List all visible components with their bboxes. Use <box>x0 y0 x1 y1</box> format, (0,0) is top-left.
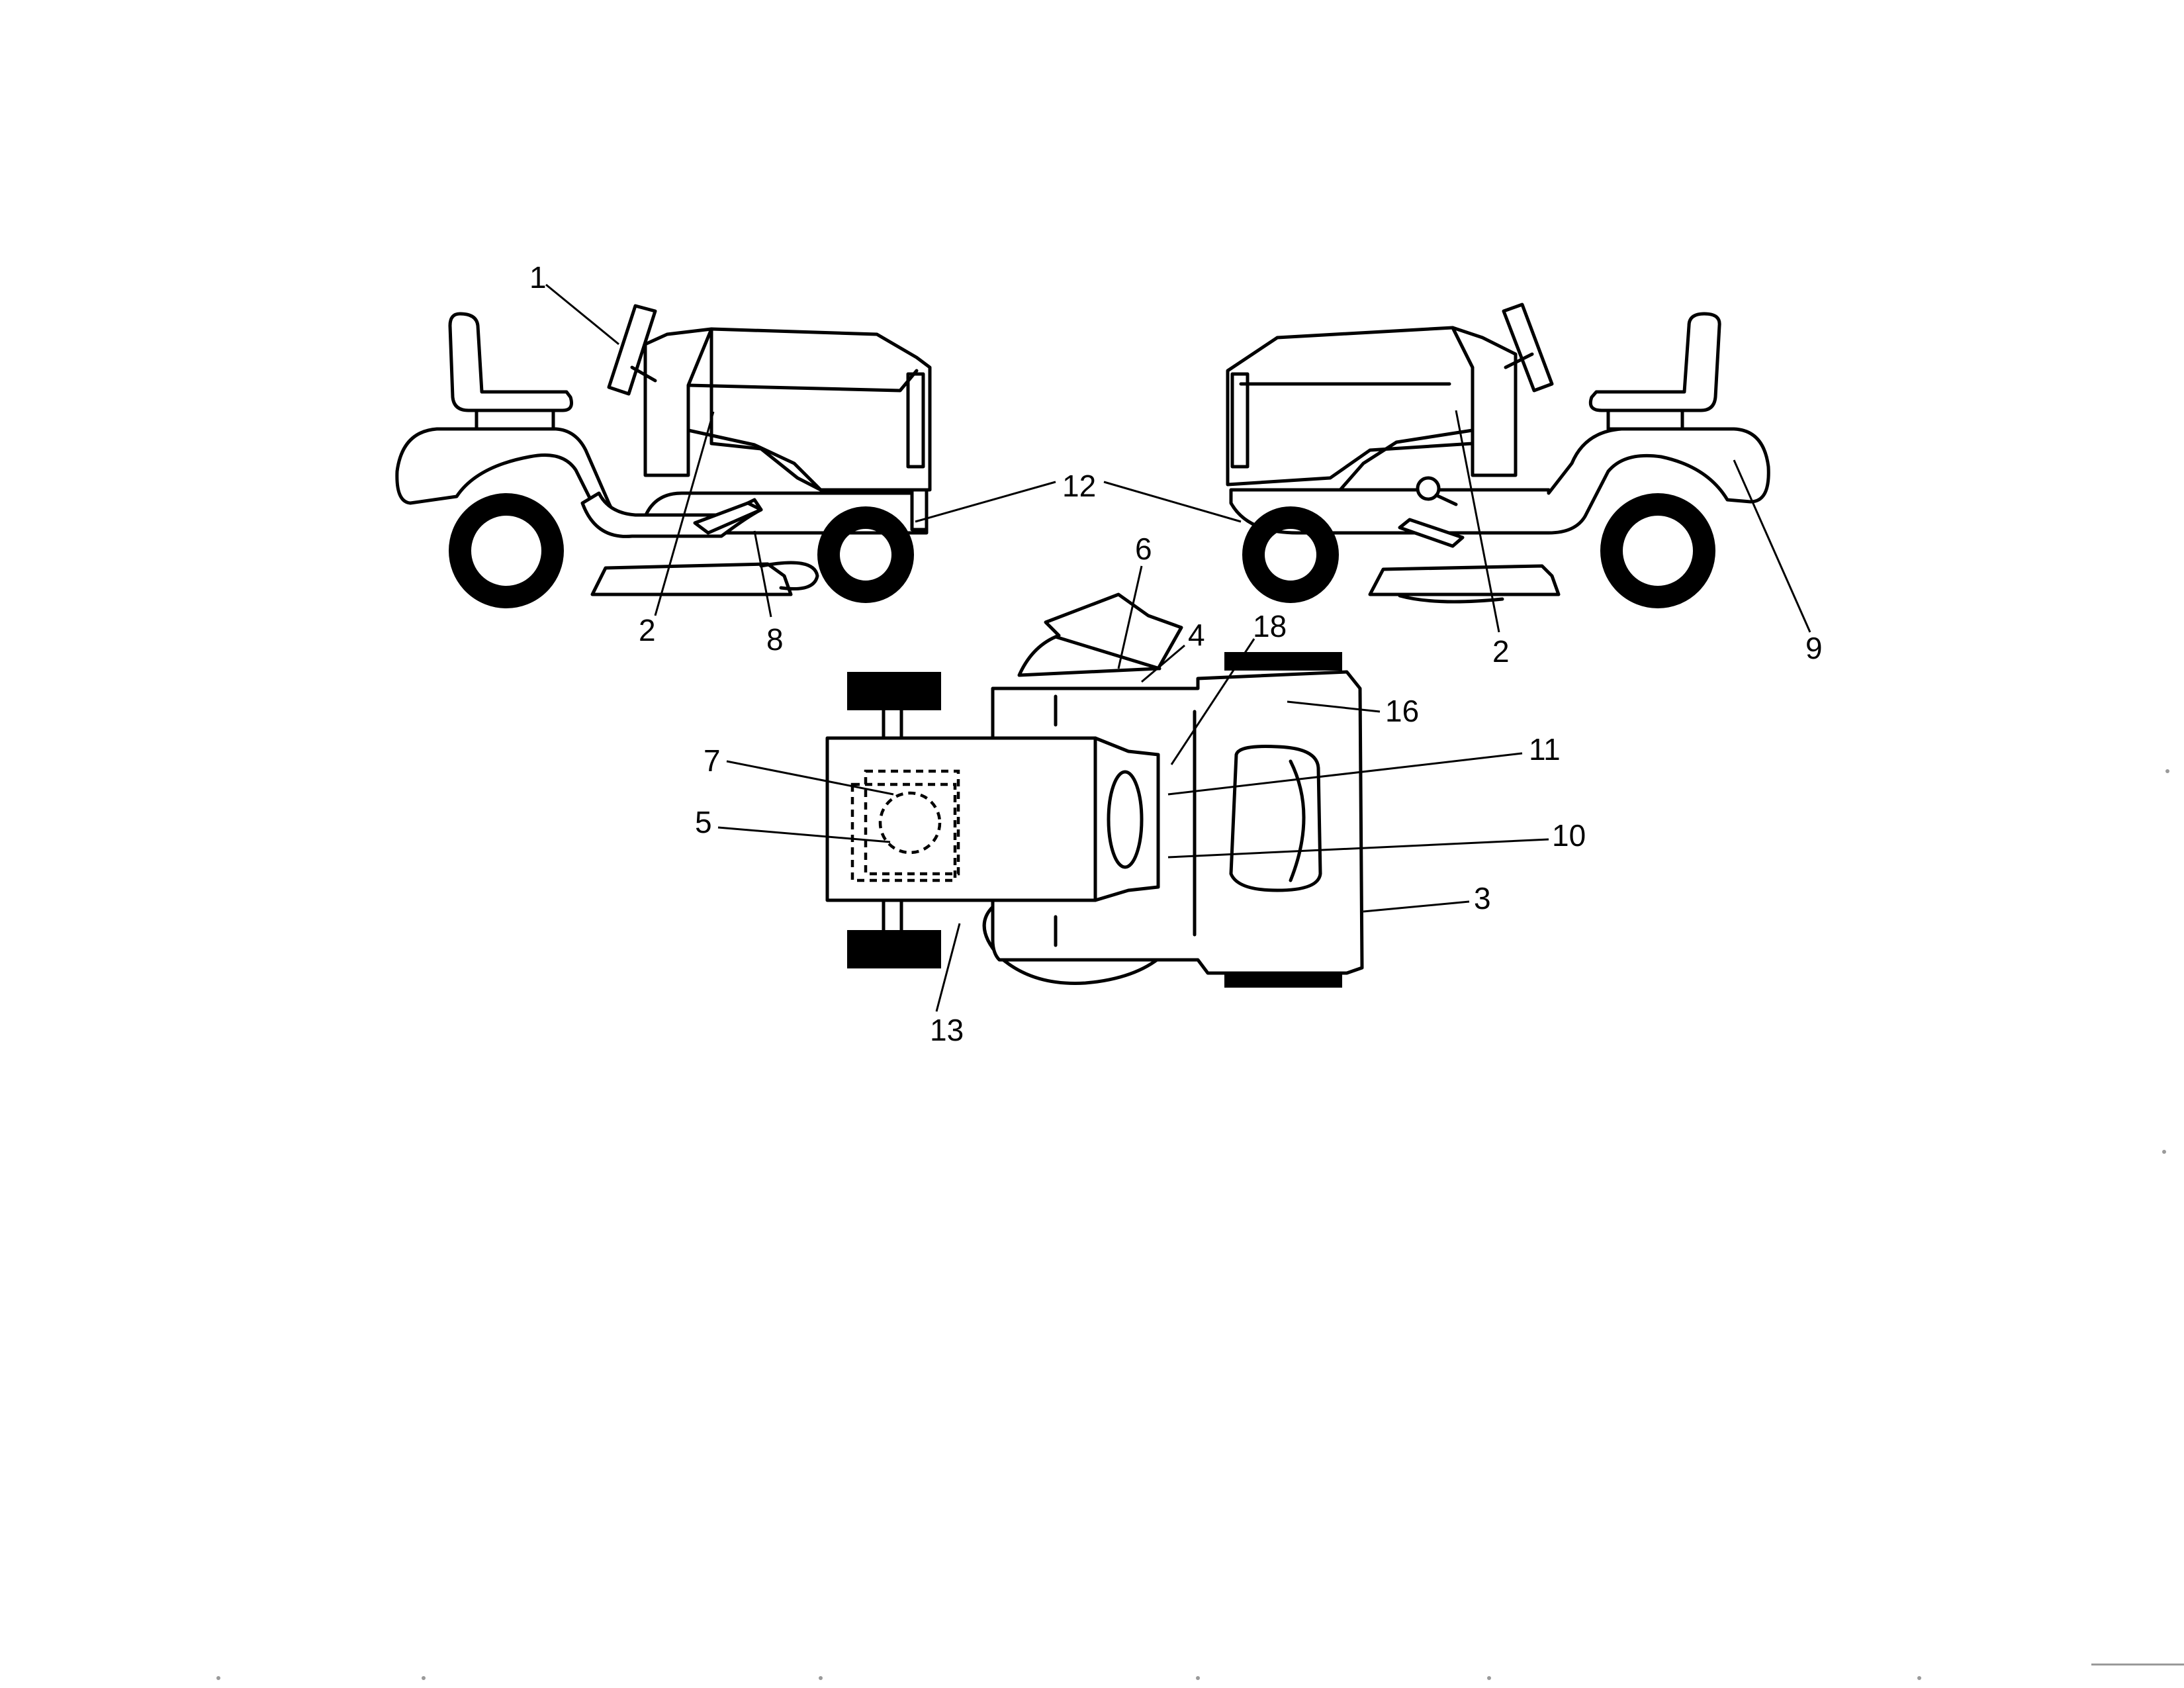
hood-right <box>1226 326 1475 487</box>
seat-right <box>1588 312 1721 412</box>
rear-tire-top-lower <box>1224 973 1342 988</box>
callout-4: 4 <box>1188 618 1205 652</box>
callout-1: 1 <box>529 260 547 295</box>
callout-9: 9 <box>1805 631 1823 665</box>
leader-2-right <box>1455 410 1500 633</box>
side-panel-right <box>1338 428 1475 492</box>
front-wheel-right <box>1242 506 1339 603</box>
callout-10: 10 <box>1552 818 1586 853</box>
rear-wheel-right <box>1600 493 1715 608</box>
mower-deck-right <box>1368 564 1561 596</box>
front-tire-top-upper <box>847 672 941 710</box>
leader-3 <box>1363 900 1470 913</box>
pedal-left <box>693 501 763 535</box>
leader-lines <box>545 283 1811 1012</box>
grille-left <box>906 372 925 469</box>
callout-18: 18 <box>1253 609 1287 643</box>
leader-9 <box>1733 459 1811 633</box>
callout-7: 7 <box>704 743 721 778</box>
chute-edge <box>1054 635 1161 671</box>
deck-belt-right <box>1398 594 1504 604</box>
steering-wheel-top <box>1107 770 1144 869</box>
steering-shaft-left <box>630 365 657 383</box>
pedal-right <box>1398 518 1465 548</box>
steering-shaft-right <box>1504 352 1534 369</box>
scan-marks <box>216 769 2184 1680</box>
side-panel-left <box>686 428 823 492</box>
callout-labels: 1 2 8 12 2 9 6 4 18 16 7 11 5 10 3 13 <box>529 260 1823 1047</box>
front-tire-top-lower <box>847 930 941 968</box>
deck-belt-left <box>759 561 819 591</box>
leader-16 <box>1287 700 1381 713</box>
leader-6 <box>1117 565 1143 669</box>
mower-deck-left <box>590 562 793 596</box>
steering-wheel-left <box>607 304 657 396</box>
discharge-chute <box>1017 592 1183 677</box>
callout-2-right: 2 <box>1492 634 1510 669</box>
throttle-knob-right <box>1416 476 1441 501</box>
rear-wheel-left <box>449 493 564 608</box>
seat-base-left <box>475 408 555 431</box>
tractor-right-side-view <box>1226 303 1770 608</box>
seat-back-top <box>1289 759 1306 882</box>
leader-18 <box>1170 638 1255 765</box>
leader-11 <box>1167 752 1523 796</box>
dash-right <box>1451 326 1518 477</box>
callout-2-left: 2 <box>639 613 656 647</box>
rear-tire-top-upper <box>1224 652 1342 671</box>
leader-10 <box>1167 838 1549 859</box>
hood-left <box>709 327 932 492</box>
steering-wheel-right <box>1502 303 1554 393</box>
leader-13 <box>935 923 961 1012</box>
callout-12: 12 <box>1062 469 1096 503</box>
leader-8 <box>753 530 772 618</box>
engine-outline-dashed <box>850 782 957 882</box>
leader-4 <box>1141 644 1185 683</box>
leader-12-right <box>1103 481 1242 523</box>
air-filter-dashed <box>878 791 942 855</box>
front-wheel-left <box>817 506 914 603</box>
dash-left <box>643 327 713 477</box>
callout-16: 16 <box>1385 694 1419 728</box>
callout-13: 13 <box>930 1013 964 1047</box>
battery-outline-dashed <box>864 769 960 876</box>
callout-5: 5 <box>695 805 712 839</box>
callout-3: 3 <box>1474 881 1491 915</box>
leader-5 <box>717 826 891 843</box>
tractor-left-side-view <box>395 304 932 608</box>
callout-11: 11 <box>1529 732 1561 767</box>
throttle-lever-right <box>1434 493 1458 506</box>
leader-7 <box>726 760 894 796</box>
grille-right <box>1230 372 1250 469</box>
front-bumper-left <box>910 488 929 532</box>
leader-12-left <box>915 481 1056 523</box>
tractor-top-view <box>825 592 1364 988</box>
callout-8: 8 <box>766 622 784 657</box>
callout-6: 6 <box>1135 532 1152 566</box>
hood-crease-left <box>686 369 919 393</box>
seat-base-right <box>1606 408 1684 431</box>
seat-top <box>1229 745 1322 892</box>
leader-2-left <box>654 411 715 616</box>
leader-1 <box>545 283 619 346</box>
hood-top <box>825 736 1097 902</box>
seat-left <box>448 312 573 412</box>
